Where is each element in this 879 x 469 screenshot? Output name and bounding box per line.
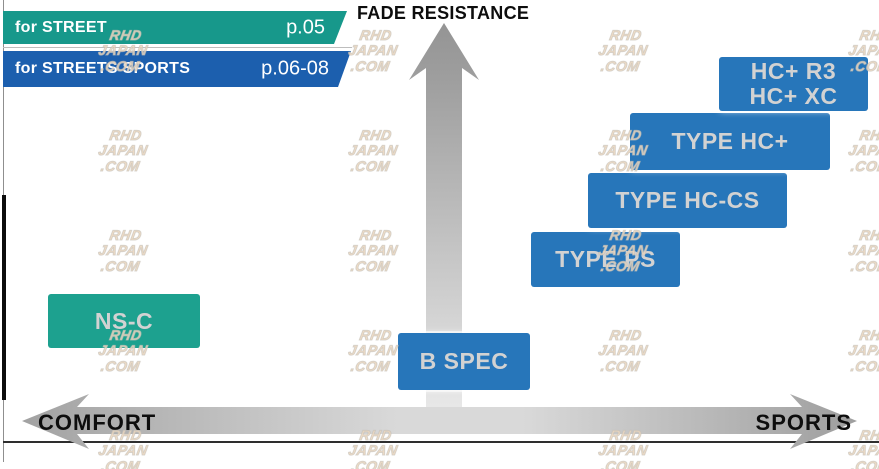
horizontal-axis-label-sports: SPORTS: [755, 410, 852, 435]
legend-banner-streets-sports: for STREETS SPORTS p.06-08: [3, 51, 351, 87]
product-ns-c: NS-C: [48, 294, 200, 348]
horizontal-axis-label-comfort: COMFORT: [38, 410, 157, 435]
left-page-rule-dark: [2, 195, 6, 400]
product-type-hc-plus: TYPE HC+: [630, 113, 830, 170]
product-type-hc-cs: TYPE HC-CS: [588, 173, 787, 228]
product-label: NS-C: [94, 307, 154, 334]
bottom-page-rule: [3, 441, 879, 443]
legend-banner-streets-sports-page-ref: p.06-08: [261, 57, 329, 80]
legend-banner-street-label: for STREET: [15, 18, 107, 36]
product-type-ps: TYPE PS: [531, 232, 680, 287]
product-b-spec: B SPEC: [398, 333, 530, 390]
product-label: TYPE HC-CS: [615, 187, 760, 213]
vertical-axis-title: FADE RESISTANCE: [357, 3, 530, 23]
product-label: HC+ XC: [749, 83, 838, 109]
product-label: TYPE HC+: [671, 128, 789, 154]
legend-banner-streets-sports-label: for STREETS SPORTS: [15, 60, 191, 77]
banner-divider-rule: [3, 47, 352, 48]
product-label: HC+ R3: [750, 58, 837, 84]
legend-banner-street: for STREET p.05: [3, 11, 347, 44]
product-label: B SPEC: [419, 348, 509, 374]
product-label: TYPE PS: [555, 246, 656, 272]
legend-banner-street-page-ref: p.05: [286, 16, 325, 38]
